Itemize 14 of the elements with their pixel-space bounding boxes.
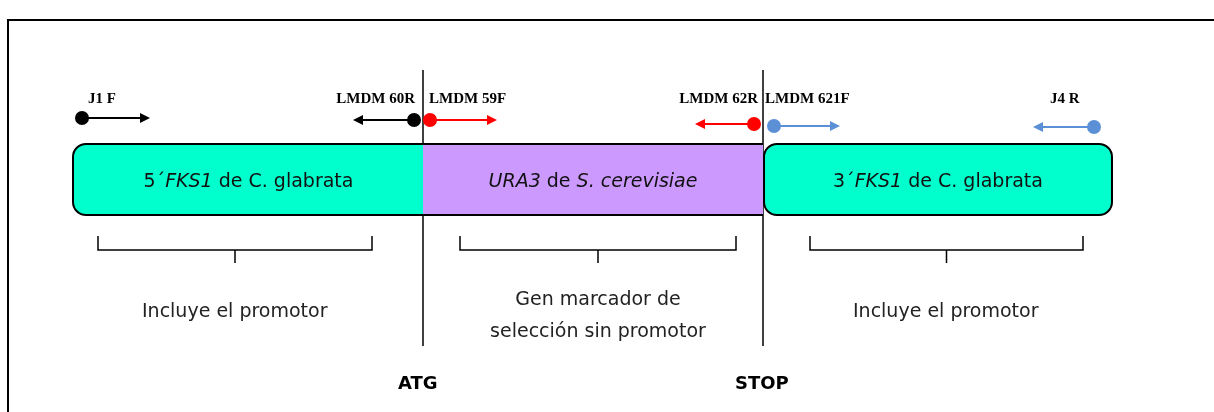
site-label: ATG bbox=[398, 372, 438, 393]
region-note: Incluye el promotor bbox=[853, 298, 1039, 323]
primer-label: LMDM 60R bbox=[336, 90, 415, 107]
site-label: STOP bbox=[735, 372, 789, 393]
primer-label: LMDM 621F bbox=[765, 90, 850, 107]
primer-label: LMDM 62R bbox=[679, 90, 758, 107]
gene-segment-box: 5´FKS1 de C. glabrata bbox=[72, 143, 425, 216]
primer-label: J4 R bbox=[1050, 90, 1080, 107]
region-note: Incluye el promotor bbox=[142, 298, 328, 323]
primer-label: J1 F bbox=[88, 90, 116, 107]
gene-segment-box: URA3 de S. cerevisiae bbox=[423, 143, 763, 216]
primer-label: LMDM 59F bbox=[429, 90, 507, 107]
gene-segment-box: 3´FKS1 de C. glabrata bbox=[763, 143, 1113, 216]
region-note: Gen marcador de selección sin promotor bbox=[489, 286, 707, 343]
